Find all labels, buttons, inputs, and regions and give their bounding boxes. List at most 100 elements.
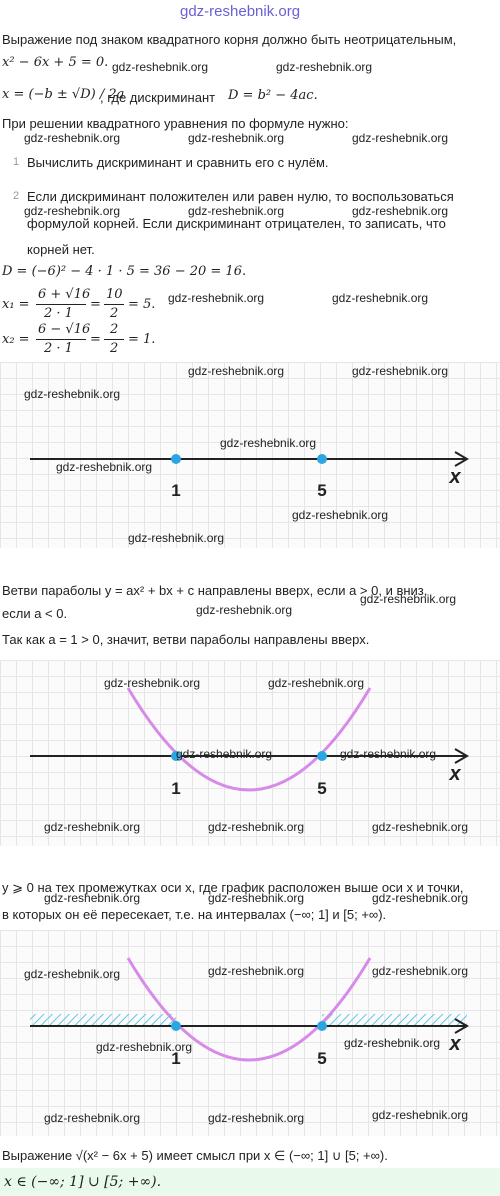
watermark: gdz-reshebnik.org xyxy=(112,60,209,74)
branches-line3: Так как a = 1 > 0, значит, ветви парабол… xyxy=(2,632,370,647)
watermark: gdz-reshebnik.org xyxy=(332,291,429,305)
x2-denominator: 2 · 1 xyxy=(44,341,73,356)
watermark: gdz-reshebnik.org xyxy=(372,820,469,834)
watermark: gdz-reshebnik.org xyxy=(188,364,285,378)
x2-label: x₂ = xyxy=(2,332,30,347)
answer-text: x ∈ (−∞; 1] ∪ [5; +∞). xyxy=(4,1174,162,1190)
graph-number-line: 1 5 x xyxy=(0,362,500,548)
intro-formula-tail: , где дискриминант xyxy=(100,90,216,105)
step1-number: 1 xyxy=(13,156,20,168)
point-1-label: 1 xyxy=(171,1049,180,1068)
point-5 xyxy=(317,1021,327,1031)
x1-mid-denominator: 2 xyxy=(110,306,119,321)
watermark: gdz-reshebnik.org xyxy=(96,1040,193,1054)
watermark: gdz-reshebnik.org xyxy=(104,676,201,690)
x2-result: = 1. xyxy=(128,332,156,347)
watermark: gdz-reshebnik.org xyxy=(128,531,225,545)
x2-mid-denominator: 2 xyxy=(110,341,119,356)
watermark: gdz-reshebnik.org xyxy=(44,1111,141,1125)
watermark: gdz-reshebnik.org xyxy=(268,676,365,690)
x2-mid-numerator: 2 xyxy=(110,322,119,337)
watermark: gdz-reshebnik.org xyxy=(168,291,265,305)
x2-mid-bar xyxy=(104,339,124,340)
hatch-left-interval xyxy=(30,1014,176,1026)
x1-mid-numerator: 10 xyxy=(106,287,123,302)
watermark: gdz-reshebnik.org xyxy=(24,204,121,218)
point-1-label: 1 xyxy=(171,481,180,500)
number-line-svg: 1 5 x xyxy=(30,451,469,500)
watermark: gdz-reshebnik.org xyxy=(208,1111,305,1125)
branches-line2: если a < 0. xyxy=(2,606,68,621)
watermark: gdz-reshebnik.org xyxy=(24,387,121,401)
axis-label-x: x xyxy=(448,763,461,785)
branches-line1: Ветви параболы y = ax² + bx + c направле… xyxy=(2,583,428,598)
intro-formula: x = (−b ± √D) / 2a xyxy=(2,87,125,102)
watermark: gdz-reshebnik.org xyxy=(340,747,437,761)
step2-line1: Если дискриминант положителен или равен … xyxy=(27,189,454,204)
point-5-label: 5 xyxy=(317,779,326,798)
intro-equation: x² − 6x + 5 = 0. xyxy=(2,55,109,70)
axis-label-x: x xyxy=(448,1033,461,1055)
axis-arrow-icon xyxy=(454,451,469,467)
watermark: gdz-reshebnik.org xyxy=(352,204,449,218)
graph-parabola: 1 5 x xyxy=(0,660,500,846)
watermark: gdz-reshebnik.org xyxy=(176,747,273,761)
intervals-svg: 1 5 x xyxy=(30,957,469,1068)
point-5 xyxy=(317,454,327,464)
x1-denominator: 2 · 1 xyxy=(44,306,73,321)
x1-equals: = xyxy=(90,297,101,312)
point-1 xyxy=(171,1021,181,1031)
parabola-svg: 1 5 x xyxy=(30,687,469,798)
answer-box: x ∈ (−∞; 1] ∪ [5; +∞). xyxy=(0,1168,500,1196)
axis-arrow-icon xyxy=(454,1018,469,1034)
x2-numerator: 6 − √16 xyxy=(38,322,91,337)
watermark: gdz-reshebnik.org xyxy=(372,891,469,905)
watermark: gdz-reshebnik.org xyxy=(208,964,305,978)
intervals-line2: в которых он её пересекает, т.е. на инте… xyxy=(2,907,387,922)
x1-result: = 5. xyxy=(128,297,156,312)
watermark: gdz-reshebnik.org xyxy=(44,891,141,905)
point-5-label: 5 xyxy=(317,1049,326,1068)
point-5 xyxy=(317,751,327,761)
intro-line1: Выражение под знаком квадратного корня д… xyxy=(2,32,457,47)
watermark: gdz-reshebnik.org xyxy=(352,131,449,145)
x1-mid-bar xyxy=(104,304,124,305)
intervals-line1: y ⩾ 0 на тех промежутках оси x, где граф… xyxy=(2,880,464,895)
calc-discriminant: D = (−6)² − 4 · 1 · 5 = 36 − 20 = 16. xyxy=(2,264,247,279)
point-5-label: 5 xyxy=(317,481,326,500)
step2-line2: формулой корней. Если дискриминант отриц… xyxy=(27,216,446,231)
step2-line3: корней нет. xyxy=(27,242,95,257)
watermark: gdz-reshebnik.org xyxy=(208,891,305,905)
watermark: gdz-reshebnik.org xyxy=(208,820,305,834)
watermark: gdz-reshebnik.org xyxy=(188,204,285,218)
point-1 xyxy=(171,751,181,761)
watermark: gdz-reshebnik.org xyxy=(360,592,457,606)
graph-parabola-intervals: 1 5 x xyxy=(0,930,500,1136)
watermark: gdz-reshebnik.org xyxy=(372,964,469,978)
intro-discriminant: D = b² − 4ac. xyxy=(228,88,318,103)
x1-label: x₁ = xyxy=(2,297,30,312)
watermark: gdz-reshebnik.org xyxy=(24,131,121,145)
watermark: gdz-reshebnik.org xyxy=(352,364,449,378)
x2-equals: = xyxy=(90,332,101,347)
point-1 xyxy=(171,454,181,464)
step1-text: Вычислить дискриминант и сравнить его с … xyxy=(27,155,329,170)
watermark: gdz-reshebnik.org xyxy=(56,460,153,474)
watermark: gdz-reshebnik.org xyxy=(292,508,389,522)
watermark: gdz-reshebnik.org xyxy=(188,131,285,145)
axis-label-x: x xyxy=(448,466,461,488)
x1-fraction-bar xyxy=(36,304,86,305)
step2-number: 2 xyxy=(13,190,20,202)
parabola-curve xyxy=(126,687,372,792)
axis-arrow-icon xyxy=(454,748,469,764)
steps-intro: При решении квадратного уравнения по фор… xyxy=(2,116,349,131)
watermark: gdz-reshebnik.org xyxy=(196,603,293,617)
x2-fraction-bar xyxy=(36,339,86,340)
watermark: gdz-reshebnik.org xyxy=(24,967,121,981)
point-1-label: 1 xyxy=(171,779,180,798)
conclusion-text: Выражение √(x² − 6x + 5) имеет смысл при… xyxy=(2,1148,388,1163)
watermark: gdz-reshebnik.org xyxy=(276,60,373,74)
x1-numerator: 6 + √16 xyxy=(38,287,91,302)
watermark: gdz-reshebnik.org xyxy=(372,1108,469,1122)
parabola-curve xyxy=(126,957,372,1062)
